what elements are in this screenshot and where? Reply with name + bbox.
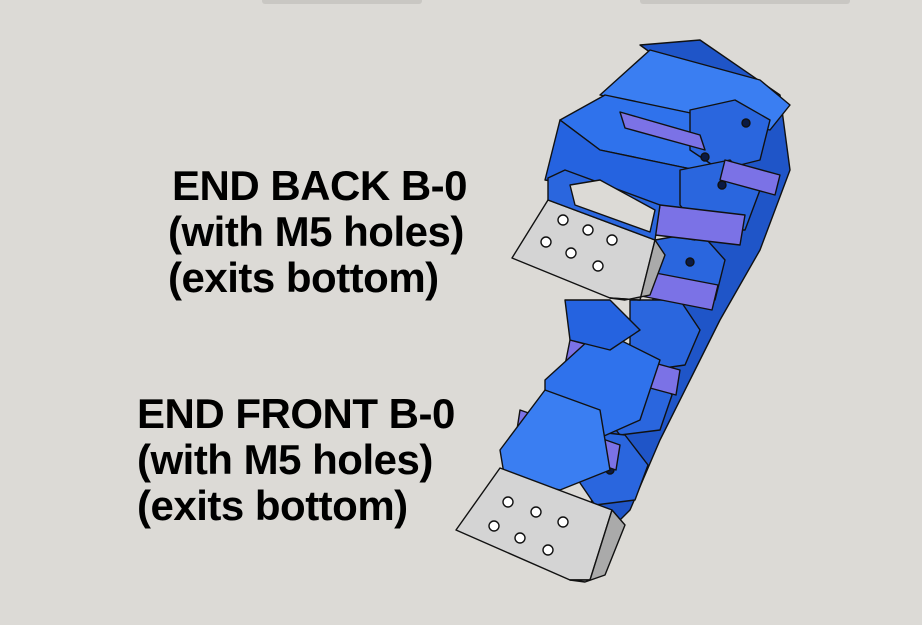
m5-hole: [514, 532, 526, 544]
end-front-label: END FRONT B-0 (with M5 holes) (exits bot…: [137, 391, 455, 529]
pin-hole: [717, 180, 727, 190]
m5-hole: [540, 236, 552, 248]
m5-hole: [530, 506, 542, 518]
m5-hole: [565, 247, 577, 259]
end-back-holes-note: (with M5 holes): [168, 208, 464, 255]
pin-hole: [685, 257, 695, 267]
pin-hole: [700, 152, 710, 162]
end-back-title: END BACK B-0: [172, 162, 468, 209]
end-back-label: END BACK B-0 (with M5 holes) (exits bott…: [168, 162, 468, 301]
m5-hole: [488, 520, 500, 532]
m5-hole: [502, 496, 514, 508]
end-front-title: END FRONT B-0: [137, 390, 455, 437]
end-front-holes-note: (with M5 holes): [137, 436, 433, 483]
pin-hole: [741, 118, 751, 128]
crossbar: [619, 111, 706, 151]
end-front-bracket-side: [569, 509, 626, 583]
chain-link-body: [564, 299, 641, 351]
chain-side-plate: [689, 99, 771, 171]
crossbar: [719, 159, 781, 196]
top-edge-tab: [640, 0, 850, 4]
m5-hole: [557, 214, 569, 226]
m5-hole: [582, 224, 594, 236]
m5-hole: [557, 516, 569, 528]
top-edge-tab: [262, 0, 422, 4]
end-back-frame-window: [569, 179, 656, 233]
m5-hole: [542, 544, 554, 556]
end-front-exit-note: (exits bottom): [137, 482, 408, 529]
end-back-exit-note: (exits bottom): [168, 254, 439, 301]
m5-hole: [592, 260, 604, 272]
end-back-bracket-side: [609, 239, 666, 301]
m5-hole: [606, 234, 618, 246]
